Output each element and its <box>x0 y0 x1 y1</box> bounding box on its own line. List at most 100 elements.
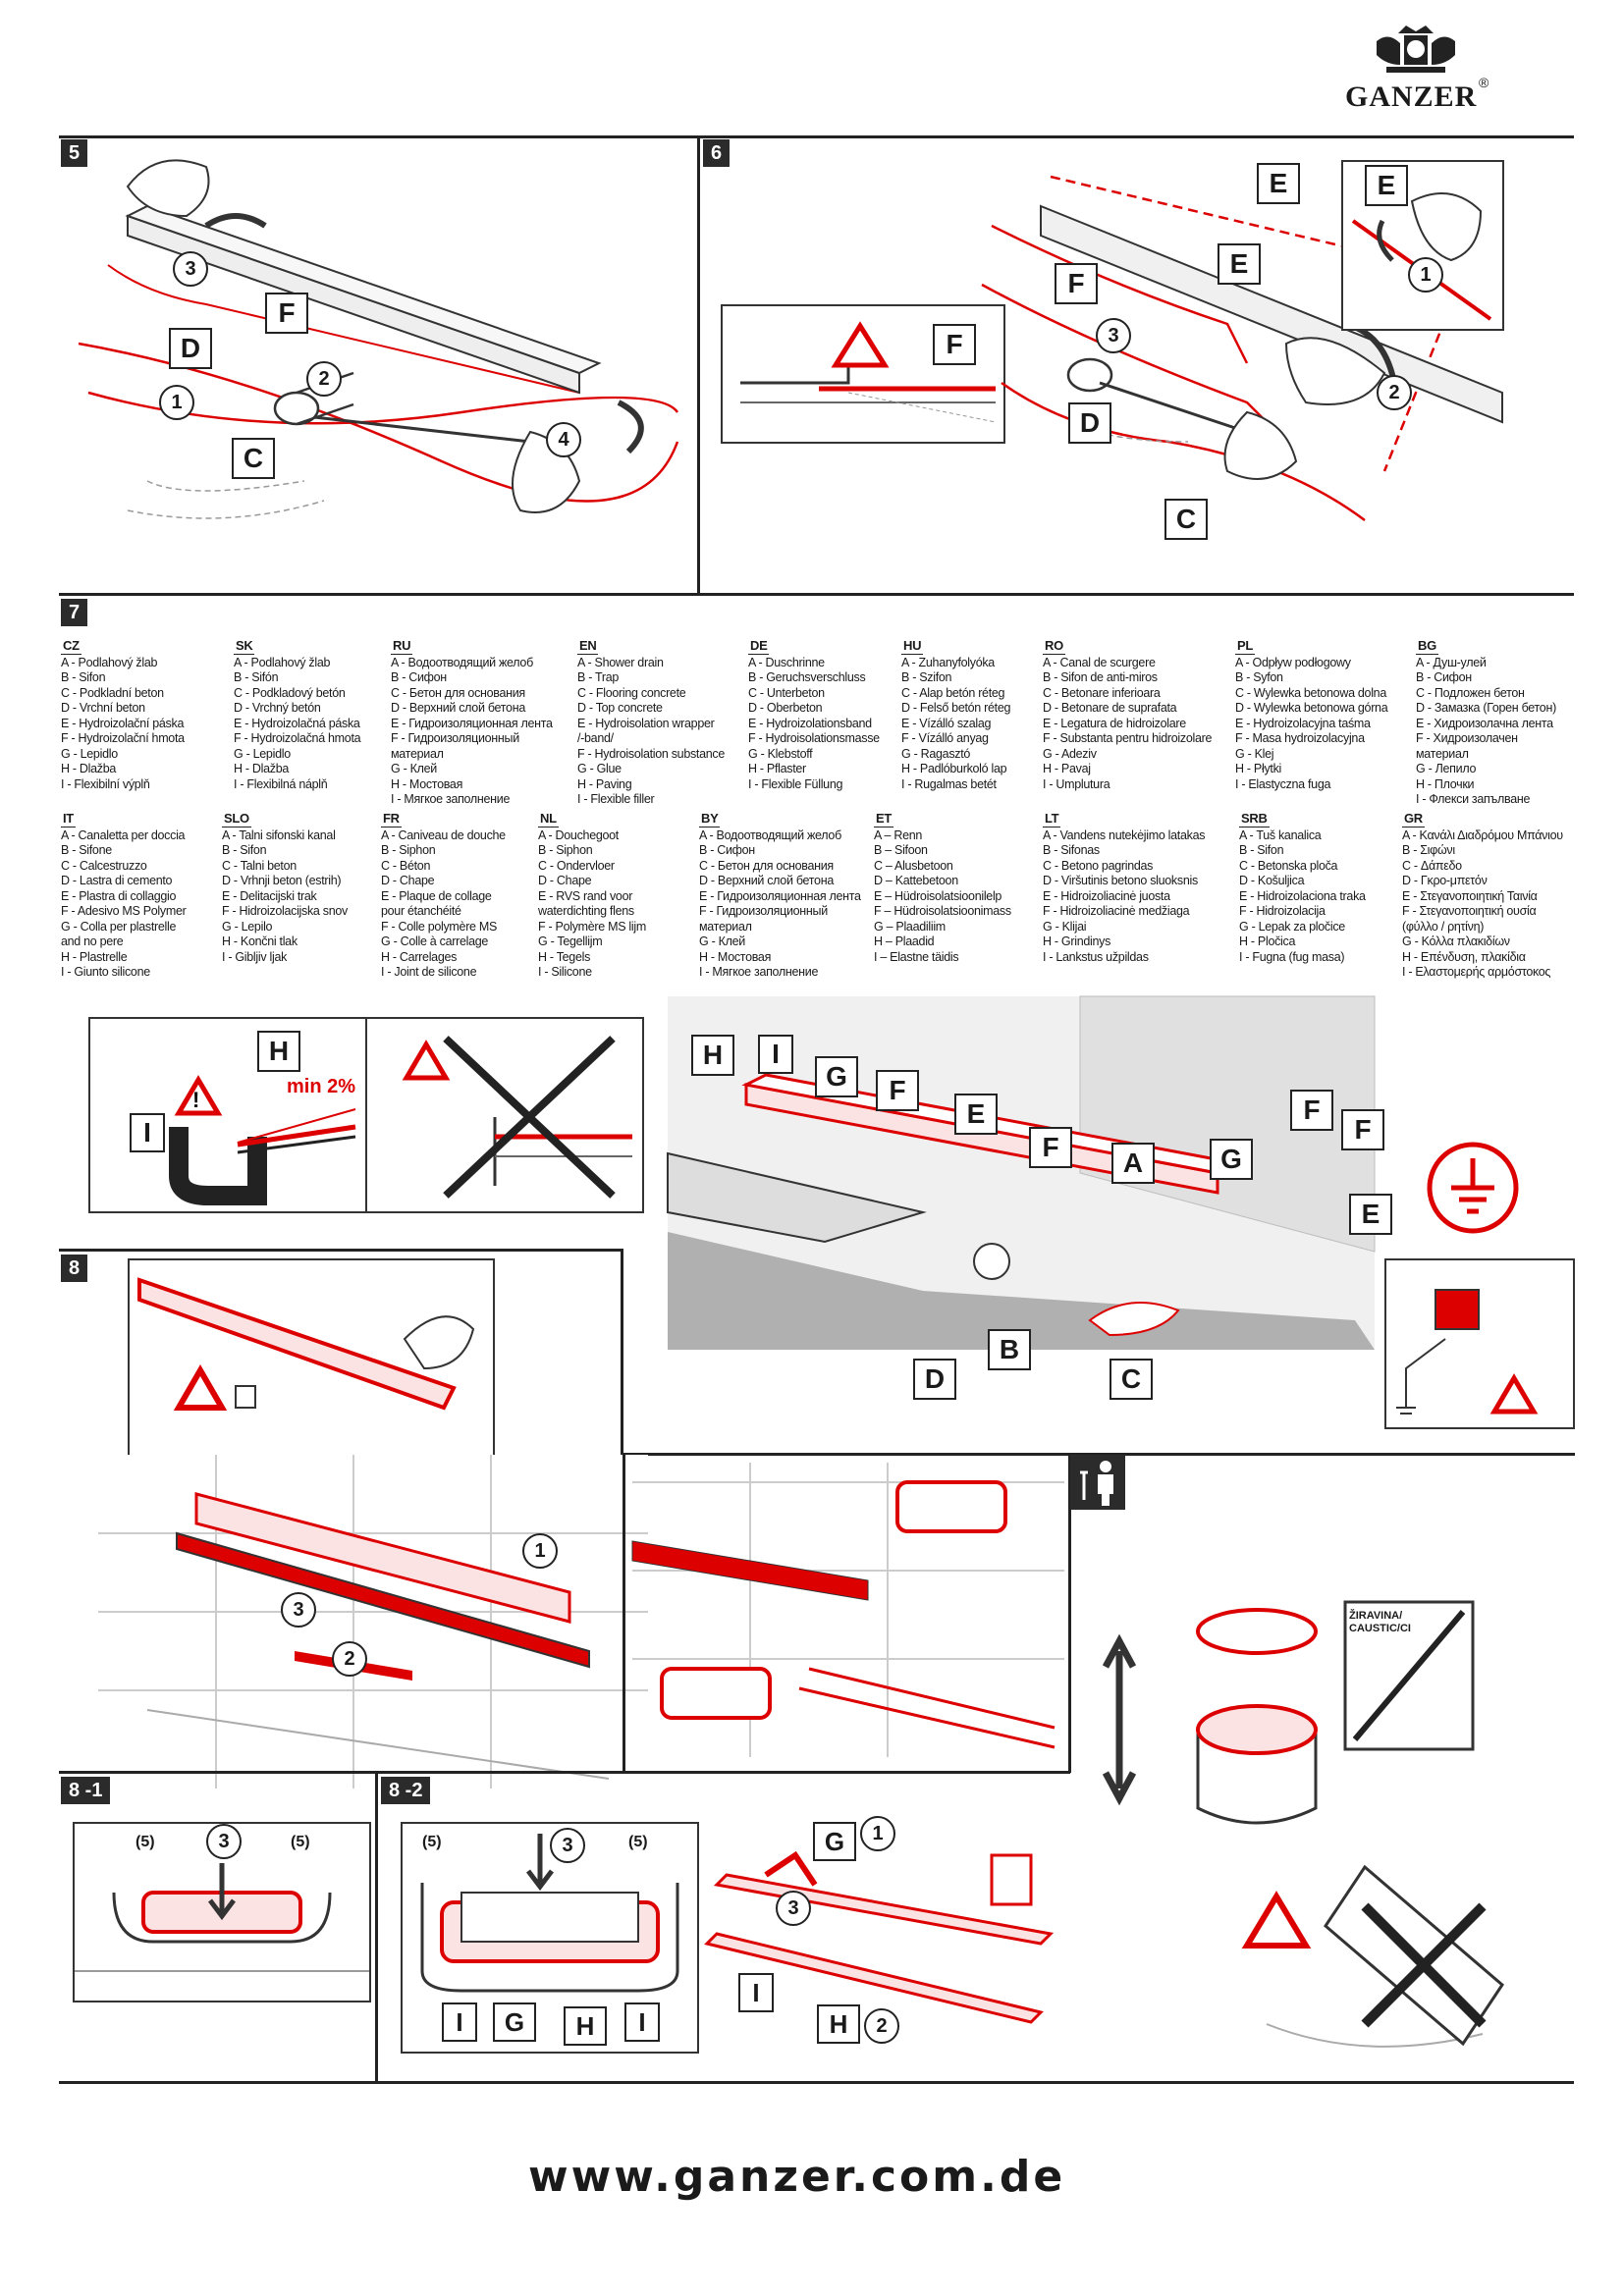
legend-item: G - Adeziv <box>1043 746 1097 761</box>
legend-item: H - Končni tlak <box>222 934 298 948</box>
legend-item: E - Hydroisolation wrapper <box>577 716 715 730</box>
legend-item: H - Paving <box>577 776 632 791</box>
legend-item: F - Hydroisolation substance <box>577 746 726 761</box>
legend-item: H - Grindinys <box>1043 934 1111 948</box>
legend-item: G - Клей <box>699 934 745 948</box>
legend-item: G - Tegellijm <box>538 934 603 948</box>
legend-item: G - Lepilo <box>222 919 273 934</box>
legend-item: F - Гидроизоляционный <box>391 731 519 745</box>
legend-item: C - Podkladový betón <box>234 685 346 700</box>
legend-language-code: PL <box>1235 638 1256 655</box>
legend-item: H - Carrelages <box>381 949 458 964</box>
step-8-number: 8 <box>61 1255 88 1282</box>
legend-item: B - Sifone <box>61 843 112 857</box>
step8-2-label-i-1: I <box>442 2002 477 2042</box>
overview-label-h: H <box>691 1035 734 1076</box>
step8-2-number-3: 3 <box>550 1828 585 1863</box>
step8-frame-left <box>59 1249 623 1252</box>
legend-item: D – Kattebetoon <box>874 874 958 887</box>
legend-item: I - Flexibilní výplň <box>61 776 150 791</box>
legend-item: F - Substanta pentru hidroizolare <box>1043 731 1213 745</box>
legend-item: I - Мягкое заполнение <box>391 792 511 806</box>
legend-item: C - Alap betón réteg <box>901 685 1005 700</box>
step5-label-c: C <box>232 438 275 479</box>
legend-item: F - Vízálló anyag <box>901 731 989 745</box>
wrong-install-panel <box>365 1017 644 1213</box>
legend-item: G - Colla per plastrelle <box>61 919 177 934</box>
step8-2-panel: (5) (5) 3 I G H I <box>401 1822 699 2054</box>
legend-item: H - Padlóburkoló lap <box>901 762 1007 775</box>
legend-item: I - Gibljiv ljak <box>222 949 288 964</box>
step5-number-1: 1 <box>159 385 194 420</box>
legend-item: H - Pločica <box>1239 934 1296 948</box>
assembly-overview-diagram <box>667 995 1376 1350</box>
legend-item: G – Plaadiliim <box>874 919 946 934</box>
legend-item: F – Hüdroisolatsioonimass <box>874 904 1011 918</box>
legend-item: C - Betono pagrindas <box>1043 858 1154 873</box>
legend-item: E - Hydroizolationsband <box>748 716 872 730</box>
legend-item: F - Hidroizoliacinė medžiaga <box>1043 904 1190 918</box>
legend-item: E - Хидроизолачна лента <box>1416 716 1553 730</box>
legend-item: H - Dlažba <box>234 762 290 775</box>
legend-item: D - Chape <box>538 874 592 887</box>
legend-item: C - Wylewka betonowa dolna <box>1235 685 1386 700</box>
legend-item: I - Lankstus užpildas <box>1043 949 1149 964</box>
legend-item: B - Szifon <box>901 670 952 684</box>
step-6-number: 6 <box>703 139 731 167</box>
overview-label-g: G <box>815 1056 858 1097</box>
legend-item: H - Płytki <box>1235 762 1282 775</box>
legend-item: F - Colle polymère MS <box>381 919 498 934</box>
tiled-grate-diagram <box>420 1834 679 1993</box>
legend-item: H - Plastrelle <box>61 949 128 964</box>
step8-frame-vert <box>621 1249 623 1455</box>
legend-item: H – Plaadid <box>874 934 935 948</box>
legend-item: E - Vízálló szalag <box>901 716 992 730</box>
legend-item: D - Košuljica <box>1239 874 1305 887</box>
legend-language-code: RO <box>1043 638 1065 655</box>
legend-item: C - Betonare inferioara <box>1043 685 1161 700</box>
website-url[interactable]: www.ganzer.com.de <box>528 2152 1066 2202</box>
legend-item: B - Trap <box>577 670 620 684</box>
legend-item: D - Vrchný betón <box>234 701 321 715</box>
legend-item: A - Водоотводящий желоб <box>391 655 533 669</box>
legend-item: A - Canaletta per doccia <box>61 828 186 842</box>
legend-language-code: RU <box>391 638 413 655</box>
step-8-2-number: 8 -2 <box>381 1777 431 1804</box>
svg-text:!: ! <box>192 1088 199 1112</box>
divider-bottom <box>59 2081 1574 2084</box>
legend-item: E - RVS rand voor <box>538 888 633 903</box>
legend-item: C - Δάπεδο <box>1402 858 1462 873</box>
brand-name: GANZER <box>1345 80 1478 113</box>
legend-item: B - Sifon <box>61 670 106 684</box>
divider-step5-6 <box>697 137 700 595</box>
legend-item: E - Hydroizolační páska <box>61 716 185 730</box>
overview-label-g-2: G <box>1210 1139 1253 1180</box>
step8-frame-mid <box>621 1453 1575 1456</box>
legend-item: H - Dlažba <box>61 762 117 775</box>
legend-language-code: HU <box>901 638 924 655</box>
legend-item: E - Στεγανοποιητική Ταινία <box>1402 888 1538 903</box>
step-7-number: 7 <box>61 599 88 626</box>
legend-item: H - Мостовая <box>391 776 463 791</box>
legend-item: I - Fugna (fug masa) <box>1239 949 1345 964</box>
legend-item: E - Plastra di collaggio <box>61 888 177 903</box>
legend-language-code: DE <box>748 638 770 655</box>
caustic-label: ŽIRAVINA/ CAUSTIC/CI <box>1349 1610 1411 1634</box>
step8-number-1: 1 <box>522 1533 558 1569</box>
tile-label-g: G <box>813 1822 856 1861</box>
step8-1-gap-left: (5) <box>135 1834 155 1850</box>
legend-item: F - Хидроизолачен <box>1416 731 1518 745</box>
wrong-install-cross-icon <box>402 1036 632 1199</box>
legend-item: C - Бетон для основания <box>391 685 525 700</box>
warning-trap-panel: ! H I min 2% <box>88 1017 367 1213</box>
step5-label-f: F <box>265 293 308 334</box>
legend-item: A - Душ-улей <box>1416 655 1487 669</box>
legend-language-code: ET <box>874 811 894 828</box>
overview-label-f-3: F <box>1290 1090 1333 1131</box>
legend-item: C - Calcestruzzo <box>61 858 147 873</box>
